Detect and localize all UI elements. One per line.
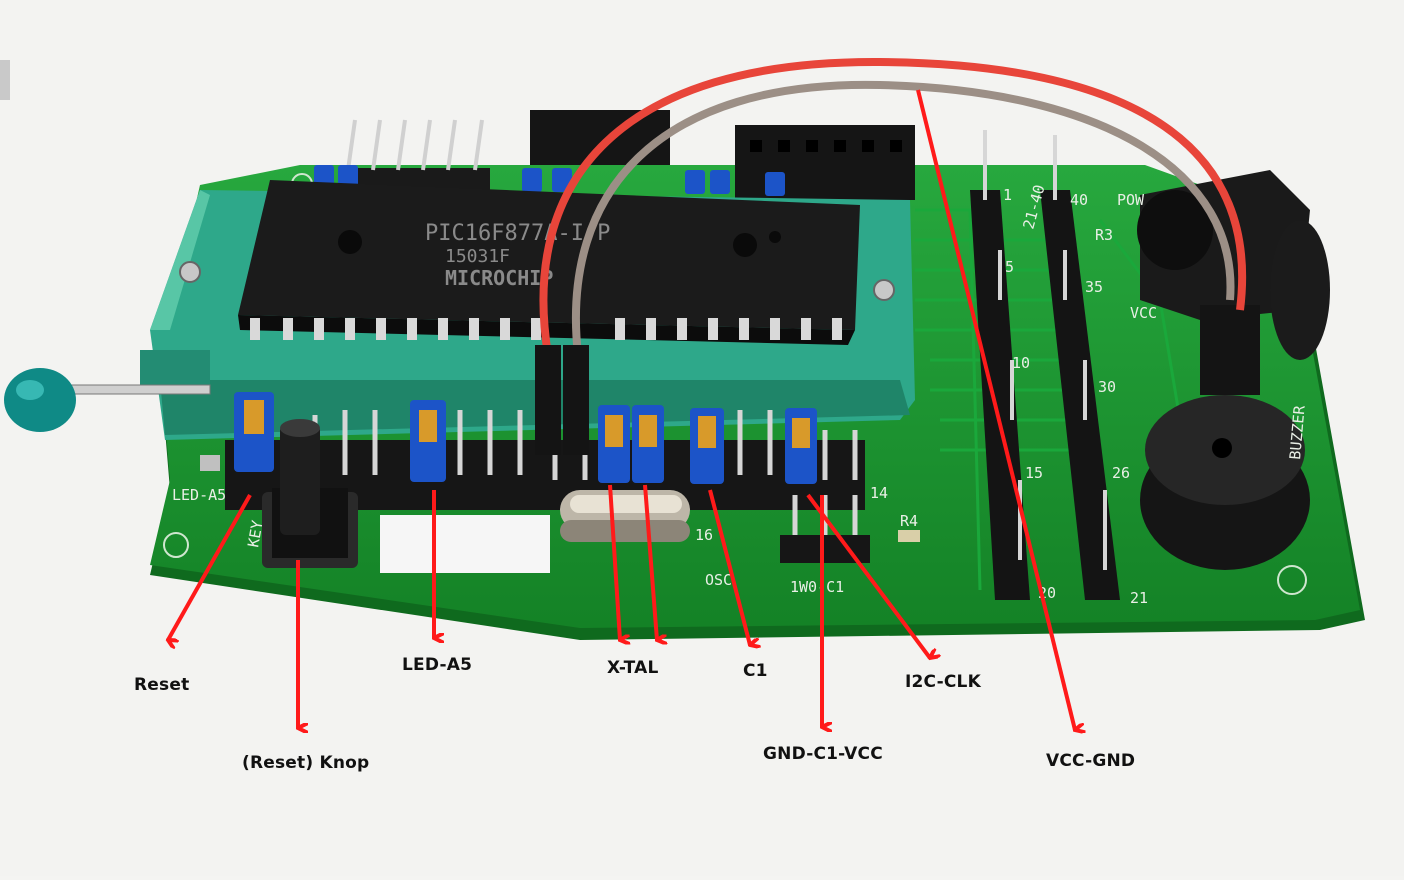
jumper-wires: [535, 57, 1247, 455]
arrow-reset: [168, 494, 252, 640]
top-header-pins: [314, 110, 915, 200]
silk-pin-1: 1: [1003, 186, 1012, 204]
silk-14: 14: [870, 484, 888, 502]
label-reset: Reset: [134, 675, 190, 695]
arrow-xtal-2: [643, 484, 657, 640]
silk-pin-30: 30: [1098, 378, 1116, 396]
chip-lot-code: 15031F: [445, 246, 510, 267]
silk-pin-15: 15: [1025, 464, 1043, 482]
label-i2c-clk: I2C-CLK: [905, 672, 981, 692]
silk-buzzer: BUZZER: [1286, 404, 1309, 461]
annotation-arrows: [168, 89, 1075, 730]
silk-pin-26: 26: [1112, 464, 1130, 482]
silk-pin-10: 10: [1012, 354, 1030, 372]
silk-r4: R4: [900, 512, 918, 530]
chip-legs: [250, 318, 842, 340]
crystal: [560, 490, 690, 542]
silk-key: KEY: [244, 519, 266, 549]
label-x-tal: X-TAL: [607, 658, 659, 678]
label-vcc-gnd: VCC-GND: [1046, 751, 1136, 771]
arrow-c1: [708, 489, 750, 645]
arrow-i2c: [806, 493, 930, 658]
silk-pin-5: 5: [1005, 258, 1014, 276]
silk-vcc: VCC: [1130, 304, 1157, 322]
right-pin-headers: [970, 130, 1120, 600]
silk-r3: R3: [1095, 226, 1113, 244]
label-led-a5: LED-A5: [402, 655, 473, 675]
reset-button: [262, 419, 358, 568]
label-c1: C1: [743, 661, 768, 681]
blue-jumpers: [234, 392, 817, 484]
silk-led: LED-A5: [172, 486, 226, 504]
silk-16: 16: [695, 526, 713, 544]
arrow-xtal-1: [608, 484, 620, 640]
silk-pin-35: 35: [1085, 278, 1103, 296]
background-object: [0, 60, 10, 100]
label-gnd-c1-vcc: GND-C1-VCC: [763, 744, 883, 764]
silk-pow: POW: [1117, 191, 1145, 209]
silk-w1: 1W0-C1: [790, 578, 844, 596]
chip-brand: MICROCHIP: [445, 266, 553, 290]
led-a5-component: [200, 455, 220, 471]
silk-pin-21: 21: [1130, 589, 1148, 607]
silk-osc: OSC: [705, 571, 732, 589]
arrow-vccgnd: [916, 89, 1075, 730]
label-reset-knop: (Reset) Knop: [242, 753, 370, 773]
r4-resistor: [898, 530, 920, 542]
white-sticker: [380, 515, 550, 573]
buzzer: [1140, 395, 1310, 570]
silkscreen-labels: LED-A5 KEY OSC 1W0-C1 R3 R4 POW VCC BUZZ…: [172, 183, 1309, 607]
chip-part-number: PIC16F877A-I/P: [425, 221, 610, 246]
silk-pin-40: 40: [1070, 191, 1088, 209]
